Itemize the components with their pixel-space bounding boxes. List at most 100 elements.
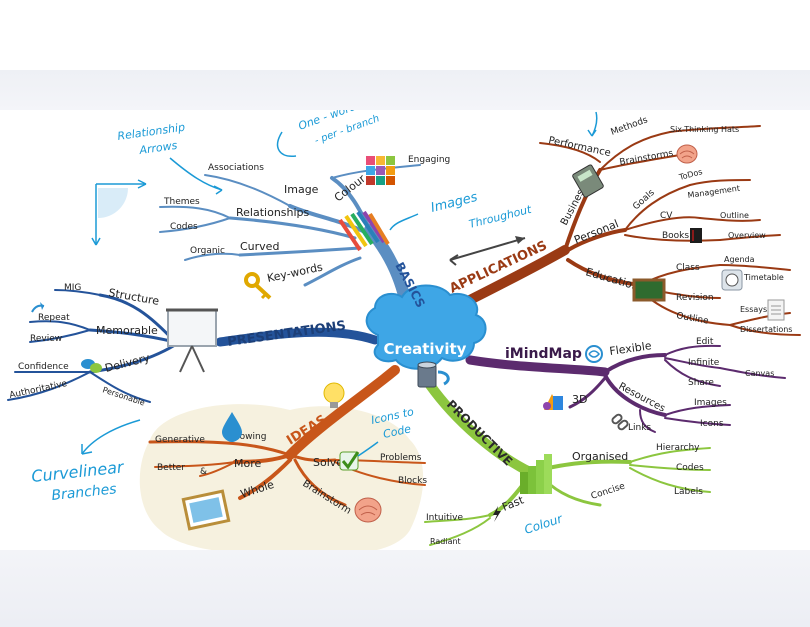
- center-label: Creativity: [384, 340, 467, 358]
- paint-can-icon: [417, 361, 450, 388]
- node-six-thinking-hats[interactable]: Six-Thinking Hats: [670, 125, 739, 134]
- projector-screen-icon: [166, 308, 218, 373]
- node-radiant[interactable]: Radiant: [430, 537, 461, 546]
- node-management[interactable]: Management: [687, 184, 740, 200]
- node-repeat[interactable]: Repeat: [38, 313, 70, 323]
- node-organic[interactable]: Organic: [190, 246, 225, 256]
- node-education[interactable]: Education: [584, 265, 640, 293]
- node-flowing[interactable]: Flowing: [232, 432, 266, 442]
- node-hierarchy[interactable]: Hierarchy: [656, 443, 700, 453]
- node-blocks[interactable]: Blocks: [398, 476, 427, 486]
- node-codes[interactable]: Codes: [170, 222, 198, 232]
- creativity-cloud[interactable]: Creativity: [365, 284, 487, 370]
- chalkboard-icon: [632, 278, 666, 302]
- clock-icon: [721, 269, 743, 291]
- mind-map-canvas: Creativity BASICS APPLICATIONS iMindMap …: [0, 110, 810, 550]
- chat-bubbles-icon: [81, 359, 102, 373]
- node-infinite[interactable]: Infinite: [688, 358, 720, 368]
- node-edit[interactable]: Edit: [696, 337, 714, 347]
- node-links[interactable]: Links: [628, 423, 651, 433]
- imindmap-logo-icon: [585, 345, 603, 363]
- node-books[interactable]: Books: [662, 231, 689, 241]
- top-margin: [0, 0, 810, 70]
- node-canvas[interactable]: Canvas: [745, 369, 774, 378]
- brain-icon: [676, 144, 698, 164]
- node-icons[interactable]: Icons: [700, 419, 724, 429]
- node-brainstorms[interactable]: Brainstorms: [619, 149, 675, 168]
- imindmap-subbranches: [568, 344, 786, 433]
- node-intuitive[interactable]: Intuitive: [426, 513, 463, 523]
- node-essays[interactable]: Essays: [740, 305, 767, 314]
- node-personable[interactable]: Personable: [101, 385, 146, 407]
- node-revision[interactable]: Revision: [676, 293, 714, 303]
- node-authoritative[interactable]: Authoritative: [9, 379, 69, 401]
- document-icon: [767, 299, 785, 321]
- node-overview[interactable]: Overview: [728, 231, 766, 240]
- node-agenda[interactable]: Agenda: [724, 255, 755, 264]
- node-more[interactable]: More: [234, 457, 262, 470]
- node-themes[interactable]: Themes: [163, 197, 200, 207]
- water-drop-icon: [222, 412, 242, 442]
- coloured-pencils-icon: [338, 210, 390, 252]
- node-fast[interactable]: Fast: [500, 493, 526, 514]
- node-methods[interactable]: Methods: [610, 115, 650, 138]
- calculator-icon: [572, 164, 604, 198]
- node-todos[interactable]: ToDos: [677, 167, 703, 182]
- imindmap-label[interactable]: iMindMap: [505, 346, 582, 362]
- node-personal[interactable]: Personal: [572, 217, 620, 247]
- node-images[interactable]: Images: [694, 398, 727, 408]
- productive-label[interactable]: PRODUCTIVE: [444, 397, 515, 468]
- presentations-subbranches: [7, 289, 177, 403]
- node-confidence[interactable]: Confidence: [18, 362, 69, 372]
- node-curved[interactable]: Curved: [240, 240, 279, 253]
- lightbulb-icon: [323, 382, 345, 408]
- angle-marker: [98, 188, 128, 218]
- node-outline-cv[interactable]: Outline: [720, 211, 749, 220]
- productive-branch: [425, 380, 535, 477]
- ideas-branch: [285, 365, 400, 460]
- node-problems[interactable]: Problems: [380, 453, 422, 463]
- node-memorable[interactable]: Memorable: [96, 324, 158, 337]
- annotation-images: Images: [429, 190, 479, 216]
- picture-icon: [181, 489, 231, 531]
- node-timetable[interactable]: Timetable: [743, 273, 784, 282]
- node-ampersand[interactable]: &: [200, 467, 207, 477]
- brain-icon-ideas: [354, 497, 382, 523]
- book-icon: [690, 228, 702, 243]
- node-mig[interactable]: MIG: [64, 283, 81, 293]
- node-engaging[interactable]: Engaging: [408, 155, 450, 165]
- node-performance[interactable]: Performance: [547, 135, 611, 159]
- node-relationships[interactable]: Relationships: [236, 206, 310, 219]
- node-outline-edu[interactable]: Outline: [675, 311, 709, 327]
- ideas-background-blob: [139, 404, 424, 550]
- node-review[interactable]: Review: [30, 334, 62, 344]
- annotation-branches: Branches: [51, 481, 118, 504]
- top-band: [0, 70, 810, 110]
- arrow-icon: [449, 236, 526, 266]
- node-dissertations[interactable]: Dissertations: [740, 325, 792, 334]
- node-concise[interactable]: Concise: [590, 481, 627, 502]
- bar-chart-icon: [520, 454, 552, 494]
- imindmap-branch: [465, 355, 610, 377]
- node-cv[interactable]: CV: [660, 211, 673, 221]
- bottom-band: [0, 550, 810, 627]
- node-structure[interactable]: Structure: [107, 286, 160, 308]
- node-better[interactable]: Better: [157, 463, 185, 473]
- node-solve[interactable]: Solve: [313, 456, 343, 469]
- annotation-arrows: Arrows: [138, 139, 179, 157]
- node-image[interactable]: Image: [284, 183, 319, 196]
- node-labels[interactable]: Labels: [674, 487, 703, 497]
- node-share[interactable]: Share: [688, 378, 714, 388]
- node-goals[interactable]: Goals: [631, 188, 657, 212]
- node-delivery[interactable]: Delivery: [104, 351, 152, 375]
- productive-subbranches: [424, 447, 711, 546]
- node-3d[interactable]: 3D: [572, 393, 587, 406]
- node-generative[interactable]: Generative: [155, 435, 205, 445]
- annotation-code: Code: [382, 422, 412, 441]
- node-class[interactable]: Class: [676, 263, 700, 273]
- node-flexible[interactable]: Flexible: [609, 339, 653, 358]
- node-associations[interactable]: Associations: [208, 163, 264, 173]
- node-organised[interactable]: Organised: [572, 450, 628, 463]
- node-codes-productive[interactable]: Codes: [676, 463, 704, 473]
- presentations-label[interactable]: PRESENTATIONS: [226, 318, 346, 349]
